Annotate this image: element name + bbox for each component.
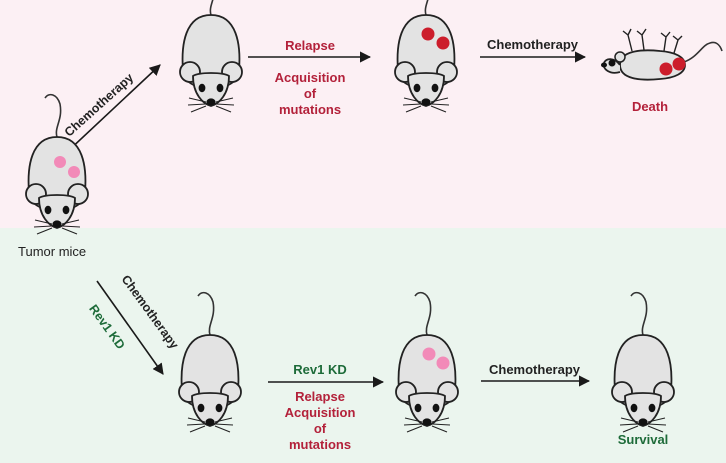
top-panel-background xyxy=(0,0,726,228)
label-survival: Survival xyxy=(617,432,669,447)
mouse-dead xyxy=(601,28,723,81)
tumor-red xyxy=(421,27,435,41)
mouse-survival xyxy=(611,291,675,433)
label-relapse-bottom: Relapse xyxy=(295,389,345,404)
mouse-relapse-top xyxy=(394,0,458,113)
label-chemotherapy-top-right: Chemotherapy xyxy=(486,37,579,52)
arrow-start-to-chemo-top xyxy=(65,64,161,154)
label-mutations-bottom: mutations xyxy=(288,437,352,452)
label-acquisition-bottom: Acquisition xyxy=(284,405,356,420)
mouse-tumor-start xyxy=(25,93,89,235)
tumor-red xyxy=(436,36,450,50)
tumor-pink xyxy=(422,347,436,361)
arrow-start-to-chemo-bottom xyxy=(96,280,164,375)
label-mutations-top: mutations xyxy=(278,102,342,117)
mouse-relapse-bottom xyxy=(395,291,459,433)
tumor-pink xyxy=(54,156,66,168)
label-chemotherapy-bottom-right: Chemotherapy xyxy=(488,362,581,377)
label-acquisition-top: Acquisition xyxy=(274,70,346,85)
mouse-after-chemo-bottom xyxy=(178,291,242,433)
label-tumor-mice: Tumor mice xyxy=(18,244,87,259)
tumor-red xyxy=(659,62,673,76)
mouse-after-chemo-top xyxy=(179,0,243,113)
label-relapse-top: Relapse xyxy=(285,38,335,53)
tumor-pink xyxy=(436,356,450,370)
label-of-bottom: of xyxy=(313,421,327,436)
tumor-red xyxy=(672,57,686,71)
tumor-pink xyxy=(68,166,80,178)
label-rev1-kd: Rev1 KD xyxy=(293,362,347,377)
bottom-panel-background xyxy=(0,228,726,463)
label-death: Death xyxy=(631,99,669,114)
label-of-top: of xyxy=(303,86,317,101)
